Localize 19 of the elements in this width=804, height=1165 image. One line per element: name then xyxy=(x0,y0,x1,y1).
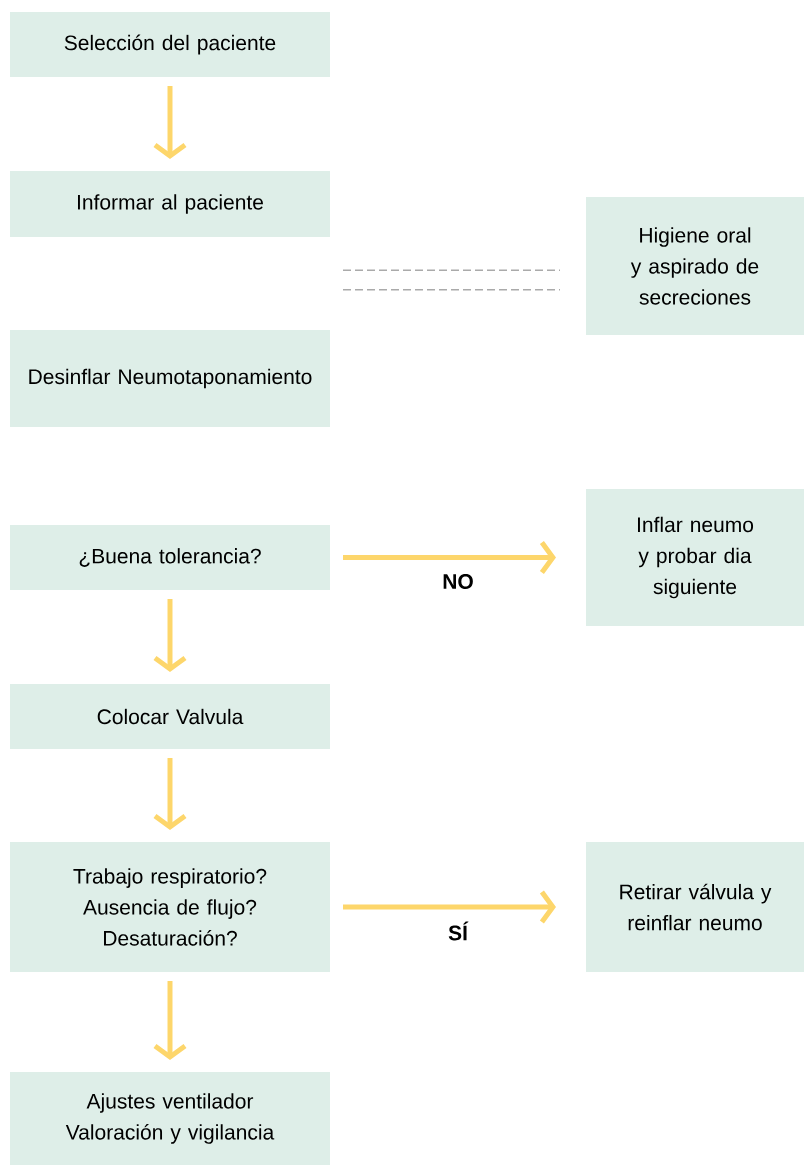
process-box: Inflar neumo y probar dia siguiente xyxy=(586,489,804,626)
edge-label: NO xyxy=(443,574,473,589)
process-box: Ajustes ventilador Valoración y vigilancia xyxy=(10,1072,330,1165)
process-box: Higiene oral y aspirado de secreciones xyxy=(586,197,804,335)
arrow xyxy=(153,981,187,1060)
arrow xyxy=(153,599,187,672)
dashed-line xyxy=(343,269,560,291)
arrow xyxy=(153,758,187,830)
process-box: Colocar Valvula xyxy=(10,684,330,749)
arrow xyxy=(343,890,556,924)
process-box: Selección del paciente xyxy=(10,12,330,77)
process-box: Desinflar Neumotaponamiento xyxy=(10,330,330,427)
edge-label: SÍ xyxy=(448,921,469,941)
process-box: ¿Buena tolerancia? xyxy=(10,525,330,590)
process-box: Informar al paciente xyxy=(10,171,330,237)
process-box: Trabajo respiratorio? Ausencia de flujo? Desaturación? xyxy=(10,842,330,972)
process-box: Retirar válvula y reinflar neumo xyxy=(586,842,804,972)
arrow xyxy=(153,86,187,159)
arrow xyxy=(343,541,556,574)
